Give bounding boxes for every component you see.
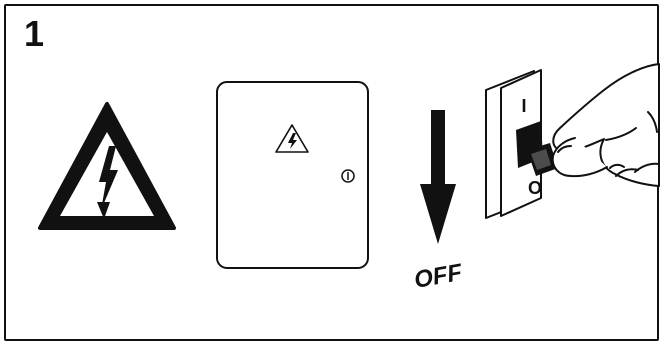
switch-on-label: I (521, 96, 526, 116)
off-label: OFF (412, 259, 465, 294)
switch-off-label: O (528, 178, 542, 198)
panel-lock-icon (342, 170, 354, 182)
hand-icon (553, 64, 659, 186)
wall-switch-icon: I O (486, 70, 558, 218)
high-voltage-warning-icon (40, 104, 174, 228)
electrical-panel-icon (217, 82, 368, 268)
down-arrow-icon (420, 110, 456, 244)
